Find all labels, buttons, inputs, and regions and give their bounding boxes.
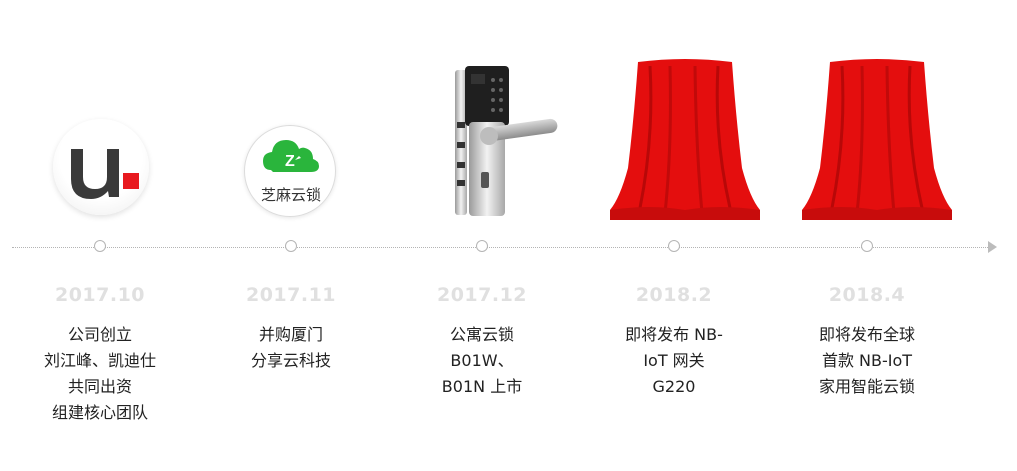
description-line: 公司创立 [67,325,132,344]
milestone-description: 公寓云锁 B01W、 B01N 上市 [387,322,577,400]
description-line: 家用智能云锁 [818,377,915,396]
timeline-node [668,240,680,252]
description-line: 公寓云锁 [449,325,514,344]
svg-text:Z: Z [285,153,295,170]
zhima-logo-text: 芝麻云锁 [260,186,321,204]
red-curtain-image [802,58,952,220]
milestone-date: 2018.2 [635,284,713,306]
timeline-node [285,240,297,252]
smart-door-lock-image [445,62,565,222]
milestone-date: 2017.11 [245,284,337,306]
milestone-description: 即将发布 NB- IoT 网关 G220 [579,322,769,400]
description-line: 共同出资 [67,377,132,396]
milestone-date: 2018.4 [828,284,906,306]
milestone-description: 公司创立 刘江峰、凯迪仕 共同出资 组建核心团队 [5,322,195,426]
milestone-description: 即将发布全球 首款 NB-IoT 家用智能云锁 [772,322,962,400]
milestone-description: 并购厦门 分享云科技 [196,322,386,374]
milestone-date: 2017.12 [436,284,528,306]
milestone-date: 2017.10 [54,284,146,306]
description-line: 首款 NB-IoT [821,351,913,370]
timeline-line [12,247,990,248]
description-line: 即将发布全球 [818,325,915,344]
description-line: IoT 网关 [643,351,705,370]
timeline-arrow-icon [988,241,997,253]
description-line: 分享云科技 [250,351,331,370]
u-logo-icon [53,119,149,215]
red-curtain-image [610,58,760,220]
zhima-cloud-logo-icon: Z 芝麻云锁 [244,125,336,217]
description-line: B01W、 [450,351,514,370]
description-line: 刘江峰、凯迪仕 [43,351,156,370]
description-line: 组建核心团队 [51,403,148,422]
description-line: 并购厦门 [258,325,323,344]
description-line: B01N 上市 [441,377,523,396]
timeline-node [476,240,488,252]
timeline-node [94,240,106,252]
description-line: G220 [652,377,696,396]
description-line: 即将发布 NB- [625,325,723,344]
timeline-node [861,240,873,252]
